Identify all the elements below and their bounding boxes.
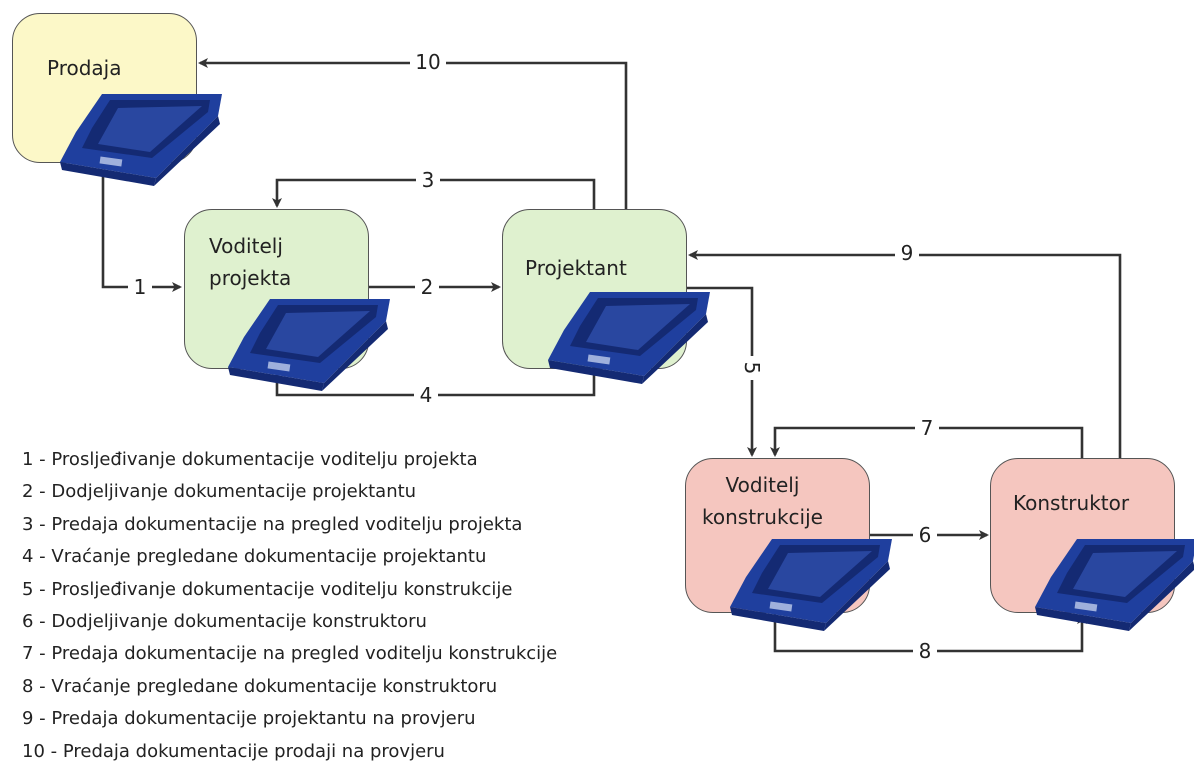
node-projektant-label-line1: Projektant bbox=[525, 256, 627, 280]
edge-label-3: 3 bbox=[422, 168, 435, 192]
edge-label-bg-3 bbox=[416, 169, 440, 191]
edge-label-bg-6 bbox=[913, 524, 937, 546]
node-voditelj-projekta-label: Voditelj projekta bbox=[209, 230, 291, 294]
legend-item-1: 1 - Prosljeđivanje dokumentacije voditel… bbox=[22, 449, 478, 470]
edge-10 bbox=[198, 58, 628, 209]
node-voditelj-konstrukcije-label-line2: konstrukcije bbox=[702, 505, 823, 529]
node-voditelj-konstrukcije-label: Voditelj konstrukcije bbox=[702, 469, 823, 533]
node-projektant-label: Projektant bbox=[525, 252, 627, 284]
edge-5 bbox=[687, 286, 757, 457]
legend-item-3: 3 - Predaja dokumentacije na pregled vod… bbox=[22, 513, 523, 535]
edge-9 bbox=[688, 250, 1122, 458]
edge-labels-layer: 1 2 3 4 5 6 7 8 9 10 bbox=[128, 50, 939, 663]
document-tray-icon-konstruktor bbox=[1035, 539, 1194, 631]
edge-label-bg-1 bbox=[128, 276, 152, 298]
edge-label-5: 5 bbox=[740, 362, 764, 375]
document-tray-icon-prodaja bbox=[60, 94, 222, 186]
node-voditelj-projekta-label-line1: Voditelj bbox=[209, 234, 283, 258]
legend-item-5: 5 - Prosljeđivanje dokumentacije voditel… bbox=[22, 578, 513, 600]
node-voditelj-projekta-label-line2: projekta bbox=[209, 266, 292, 290]
node-prodaja-label: Prodaja bbox=[47, 52, 122, 84]
node-konstruktor-label-line1: Konstruktor bbox=[1013, 491, 1130, 515]
legend-item-7: 7 - Predaja dokumentacije na pregled vod… bbox=[22, 643, 558, 665]
edge-label-9: 9 bbox=[901, 241, 914, 265]
edge-label-bg-2 bbox=[415, 276, 439, 298]
legend-item-6: 6 - Dodjeljivanje dokumentacije konstruk… bbox=[22, 610, 427, 632]
edge-label-10: 10 bbox=[415, 50, 440, 74]
trays-layer bbox=[60, 94, 1194, 631]
document-tray-icon-voditelj-konstrukcije bbox=[730, 539, 892, 631]
edge-label-bg-7 bbox=[915, 417, 939, 439]
edge-label-bg-8 bbox=[913, 640, 937, 662]
legend-item-8: 8 - Vraćanje pregledane dokumentacije ko… bbox=[22, 675, 498, 697]
edge-label-1: 1 bbox=[134, 275, 147, 299]
legend-item-10: 10 - Predaja dokumentacije prodaji na pr… bbox=[22, 740, 445, 762]
edge-label-2: 2 bbox=[421, 275, 434, 299]
legend: 1 - Prosljeđivanje dokumentacije voditel… bbox=[22, 444, 557, 768]
document-tray-icon-voditelj-projekta bbox=[228, 299, 390, 391]
node-konstruktor-label: Konstruktor bbox=[1013, 487, 1129, 519]
edge-label-8: 8 bbox=[919, 639, 932, 663]
edge-label-bg-5 bbox=[741, 356, 763, 380]
legend-item-4: 4 - Vraćanje pregledane dokumentacije pr… bbox=[22, 546, 487, 568]
edge-label-6: 6 bbox=[919, 523, 932, 547]
legend-item-9: 9 - Predaja dokumentacije projektantu na… bbox=[22, 708, 476, 730]
edge-label-4: 4 bbox=[420, 383, 433, 407]
legend-item-2: 2 - Dodjeljivanje dokumentacije projekta… bbox=[22, 481, 417, 503]
node-prodaja-label-line1: Prodaja bbox=[47, 56, 122, 80]
edge-label-7: 7 bbox=[921, 416, 934, 440]
document-tray-icon-projektant bbox=[548, 292, 710, 384]
edge-label-bg-9 bbox=[895, 242, 919, 264]
node-voditelj-konstrukcije-label-line1: Voditelj bbox=[725, 473, 800, 497]
edge-1 bbox=[101, 170, 182, 292]
edge-label-bg-4 bbox=[414, 384, 438, 406]
edge-label-bg-10 bbox=[410, 51, 446, 73]
